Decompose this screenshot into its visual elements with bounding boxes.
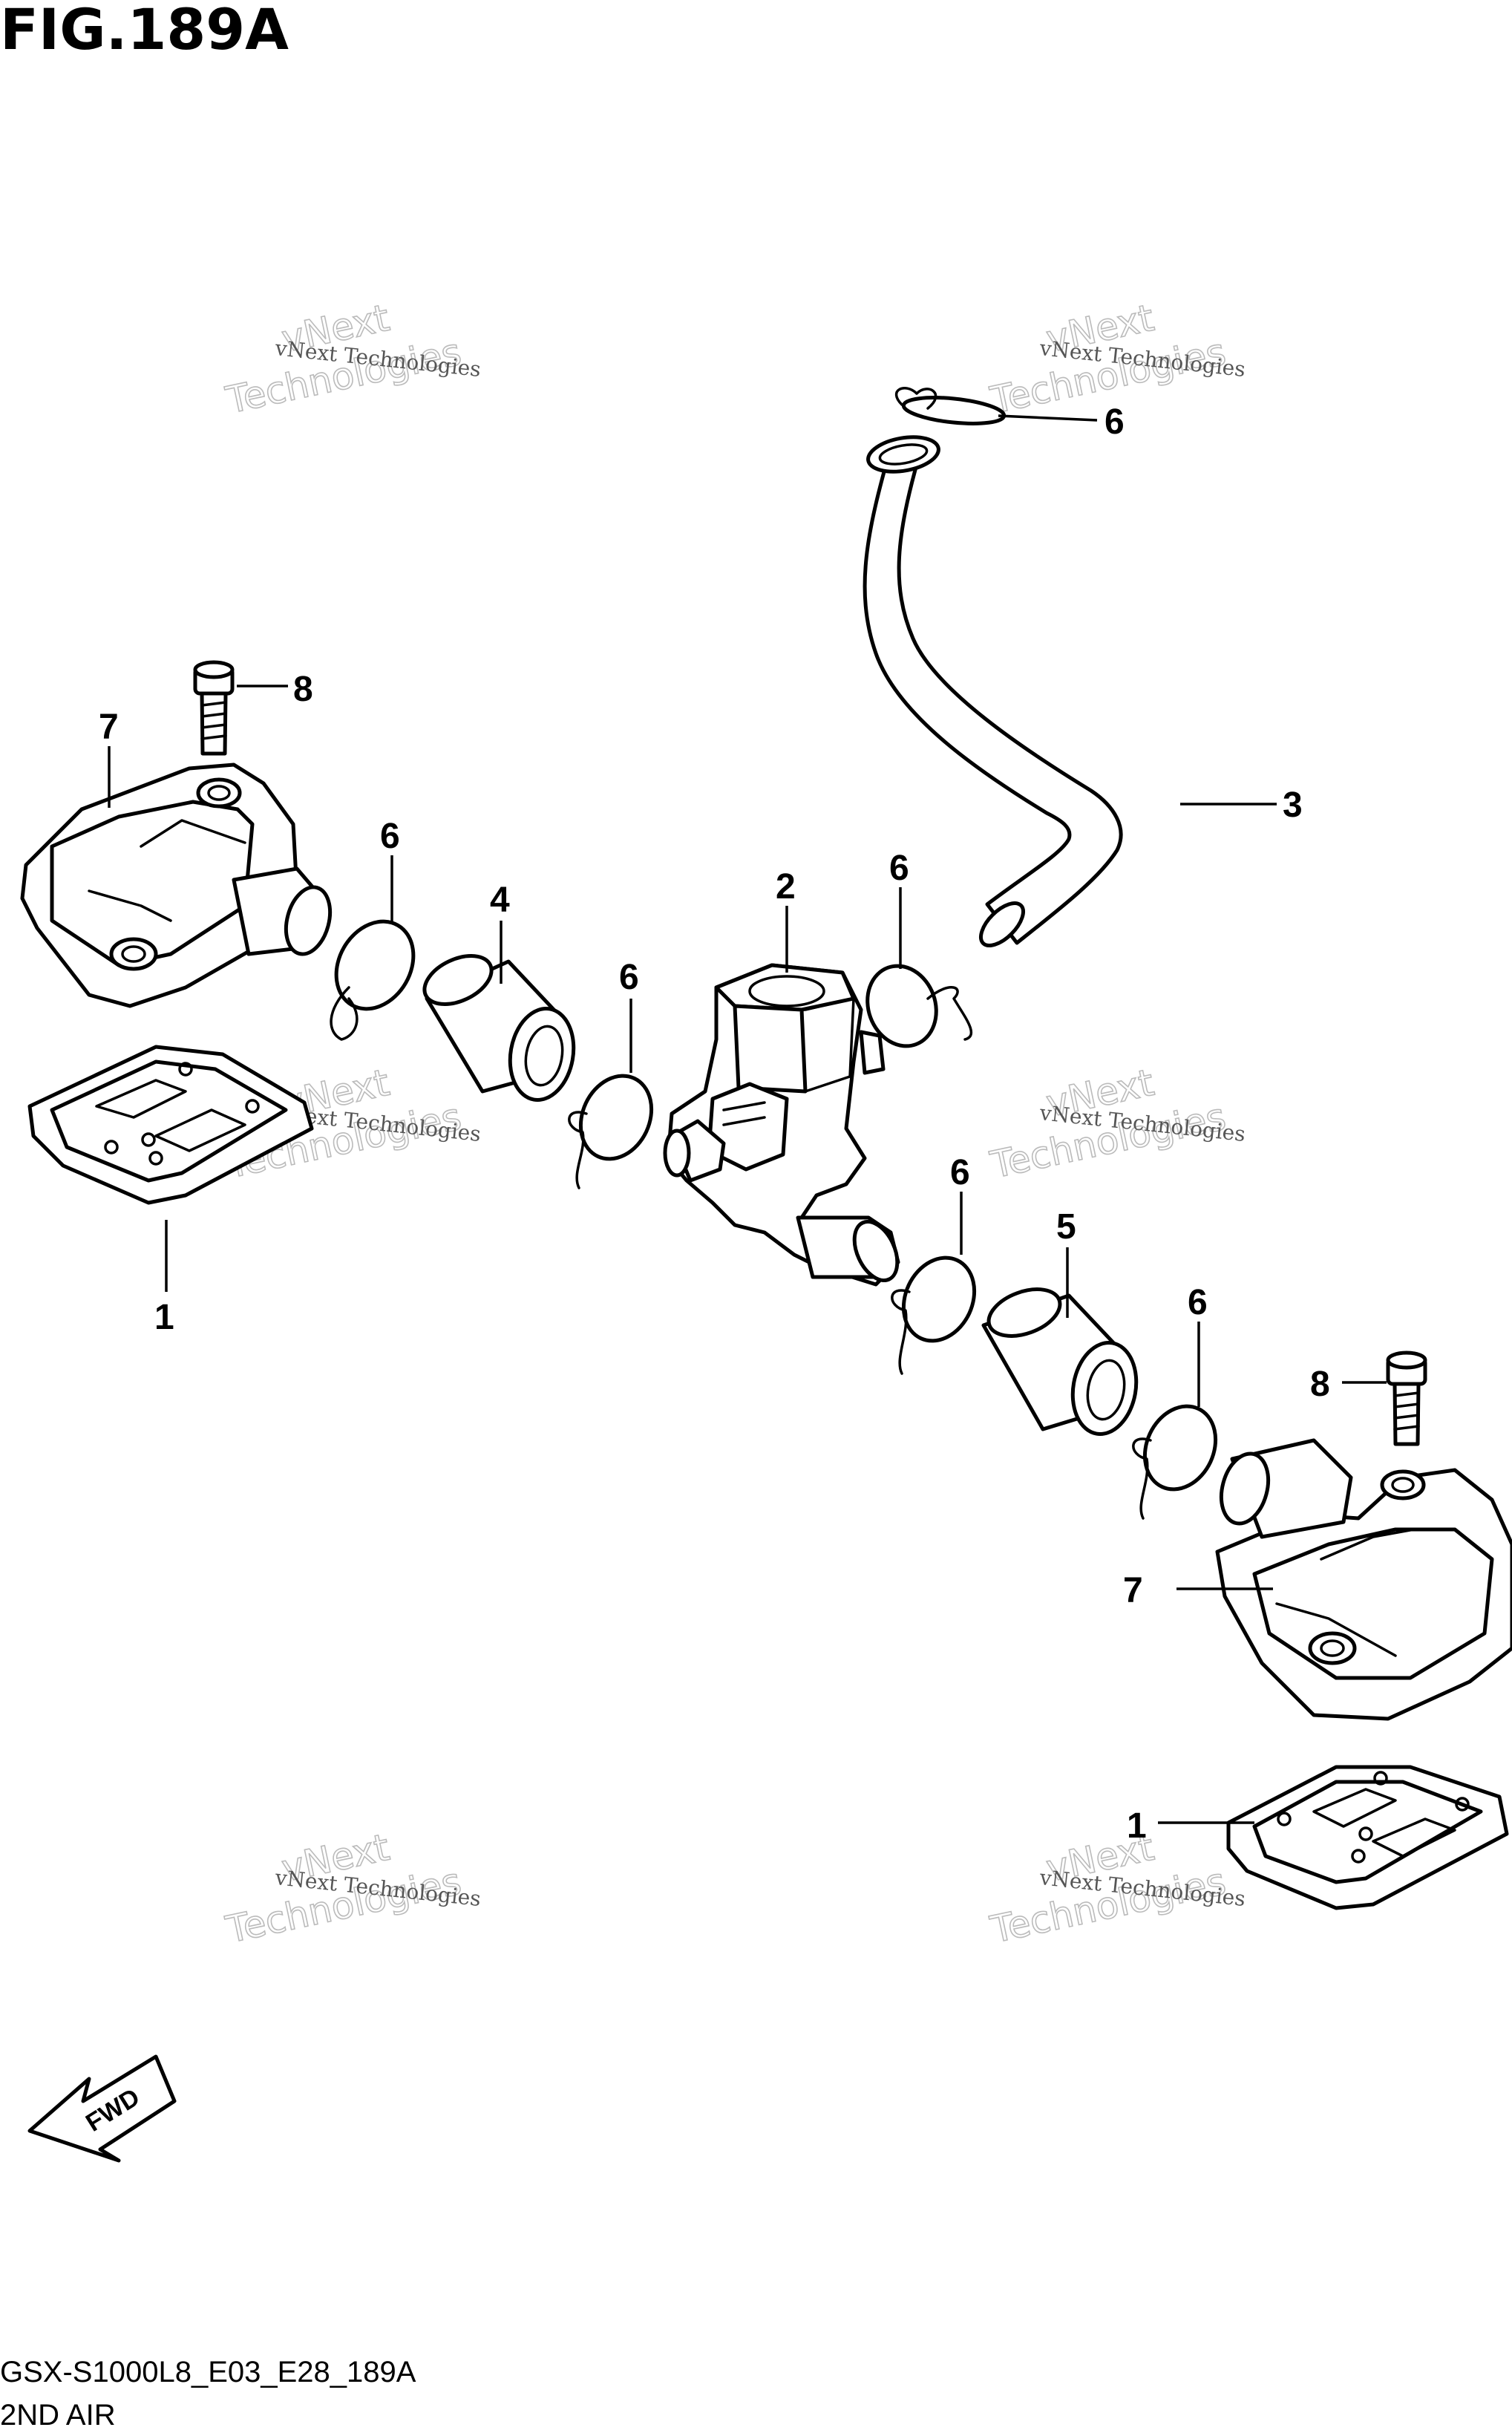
callout-4: 4	[490, 881, 510, 920]
callout-1: 1	[1127, 1806, 1147, 1846]
bolt-8-left	[193, 660, 235, 756]
reed-valve-1-left	[27, 1045, 314, 1205]
pipe-5	[981, 1287, 1139, 1436]
hose-clip-6-mid-upper	[865, 964, 973, 1048]
callout-7: 7	[99, 708, 119, 747]
reed-valve-1-right	[1226, 1765, 1509, 1910]
diagram-code: GSX-S1000L8_E03_E28_189A	[0, 2356, 416, 2388]
callout-2: 2	[776, 867, 796, 907]
pipe-4	[422, 954, 576, 1102]
callout-6: 6	[950, 1153, 970, 1192]
hose-clip-6-mid-lower	[891, 1255, 977, 1375]
figure-title: FIG.189A	[0, 0, 289, 62]
callout-3: 3	[1283, 786, 1303, 825]
hose-clip-6-lower-right	[1132, 1404, 1218, 1520]
leader-lines	[108, 414, 1387, 1824]
fwd-arrow-icon: FWD	[27, 2054, 177, 2163]
section-name: 2ND AIR	[0, 2399, 116, 2432]
callout-6: 6	[889, 849, 909, 888]
hose-clip-6-left	[330, 919, 416, 1041]
reed-valve-cover-7-right	[1215, 1438, 1512, 1721]
callout-6: 6	[1188, 1283, 1208, 1322]
callout-6: 6	[380, 817, 400, 856]
hose-3	[863, 435, 1123, 947]
callout-1: 1	[154, 1298, 174, 1337]
callout-6: 6	[1104, 402, 1125, 442]
reed-valve-cover-7-left	[20, 762, 333, 1008]
callout-8: 8	[293, 670, 313, 709]
callout-8: 8	[1310, 1365, 1330, 1404]
callout-6: 6	[619, 958, 639, 997]
callout-5: 5	[1056, 1207, 1076, 1247]
callout-7: 7	[1123, 1571, 1143, 1610]
bolt-8-right	[1386, 1351, 1427, 1446]
callouts: 6 3 8 7 6 4 2 6 6 1 6 5 6 8 7 1	[99, 402, 1330, 1846]
air-control-valve-2	[663, 963, 900, 1287]
hose-clip-6-top	[894, 387, 1007, 425]
hose-clip-6-mid-left	[568, 1074, 654, 1189]
